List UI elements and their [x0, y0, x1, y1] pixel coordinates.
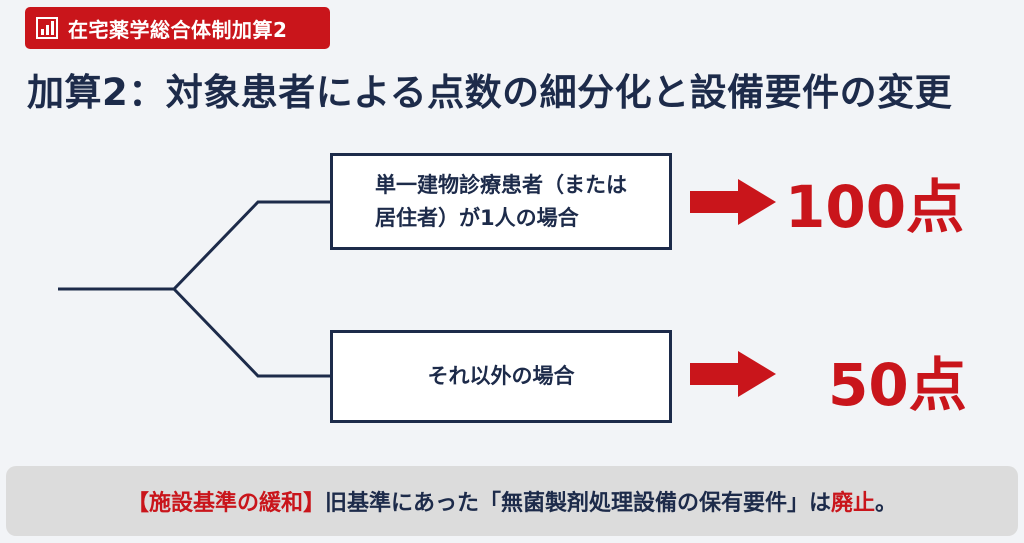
condition-text: それ以外の場合 — [427, 364, 575, 389]
condition-text-line2: 居住者）が1人の場合 — [375, 205, 579, 230]
condition-box-other: それ以外の場合 — [330, 330, 672, 423]
right-arrow-icon — [690, 179, 776, 225]
page-title: 加算2：対象患者による点数の細分化と設備要件の変更 — [27, 71, 953, 114]
points-value: 50点 — [828, 351, 967, 419]
condition-box-single-resident: 単一建物診療患者（または 居住者）が1人の場合 — [330, 153, 672, 250]
section-badge: 在宅薬学総合体制加算2 — [25, 7, 330, 49]
right-arrow-icon — [690, 351, 776, 397]
badge-label: 在宅薬学総合体制加算2 — [68, 17, 288, 42]
footer-highlight: 廃止 — [831, 491, 876, 516]
points-value: 100点 — [785, 173, 965, 241]
bar-chart-icon — [36, 17, 58, 39]
footer-text: 旧基準にあった「無菌製剤処理設備の保有要件」は — [324, 491, 831, 516]
footer-tag: 【施設基準の緩和】 — [126, 491, 325, 516]
branch-line — [172, 287, 330, 378]
footer-text-end: 。 — [875, 491, 898, 516]
condition-text-line1: 単一建物診療患者（または — [375, 172, 627, 197]
footer-note: 【施設基準の緩和】 旧基準にあった「無菌製剤処理設備の保有要件」は 廃止 。 — [6, 466, 1018, 536]
branch-line — [58, 200, 330, 291]
